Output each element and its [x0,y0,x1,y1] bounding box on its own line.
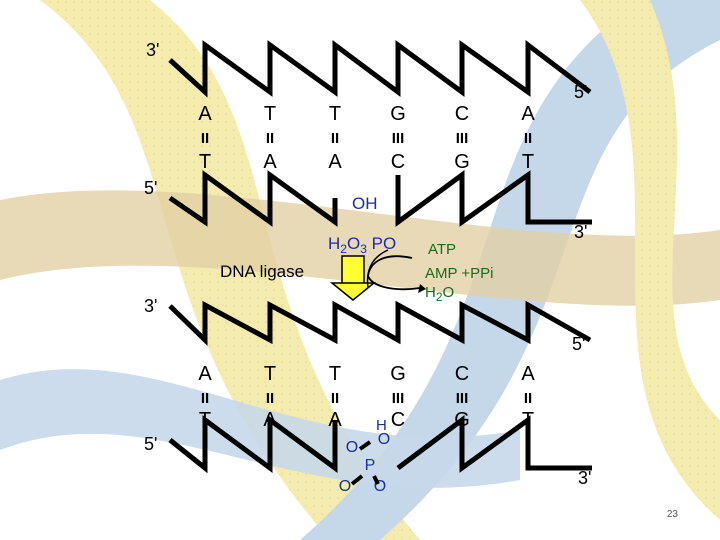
oxygen-label: O [339,478,351,495]
bottom-lower-left-end: 5' [144,434,157,454]
base-label: T [199,409,211,431]
bottom-upper-left-end: 3' [144,296,157,316]
helix-ribbon-tan [0,190,720,306]
oxygen-label: O [346,439,358,456]
top-bond-marks: II II II III III II [201,130,532,147]
top-lower-bases: T A A C G T [199,151,534,173]
base-label: T [522,151,534,173]
phosphorus-label: P [365,457,376,474]
hydrogen-bond-mark: II [331,390,339,407]
base-label: G [390,363,406,385]
top-lower-right-end: 3' [574,222,587,242]
base-label: T [264,103,276,125]
ligase-arrow [329,255,377,301]
base-label: C [455,103,469,125]
base-label: A [198,103,212,125]
enzyme-label: DNA ligase [220,262,304,281]
hydrogen-bond-mark: II [524,130,532,147]
top-upper-left-end: 3' [146,40,159,60]
helix-ribbon-blue-2 [0,369,520,488]
base-label: A [328,409,342,431]
top-upper-bases: A T T G C A [198,103,535,125]
bottom-lower-right-end: 3' [578,468,591,488]
phosphate-label: H2O3 PO [328,234,396,256]
bottom-upper-backbone [168,300,592,346]
base-label: T [522,409,534,431]
base-label: T [264,363,276,385]
energy-arrow-curve [366,249,389,289]
base-label: A [521,363,535,385]
hydrogen-bond-mark: III [392,390,405,407]
base-label: G [390,103,406,125]
bottom-bond-marks: II II II III III II [201,390,532,407]
hydrogen-bond-mark: II [201,390,209,407]
energy-arrow-tip [418,284,426,293]
top-upper-right-end: 5' [574,82,587,102]
base-label: T [199,151,211,173]
hydrogen-bond-mark: II [201,130,209,147]
arrow-shaft [341,255,365,285]
hydrogen-bond-mark: II [524,390,532,407]
base-label: A [263,151,277,173]
base-label: G [454,409,470,431]
bottom-lower-backbone [168,415,592,474]
hydrogen-bond-mark: II [331,130,339,147]
arrow-head [329,282,377,301]
amp-ppi-label: AMP +PPi [425,265,494,282]
hydroxyl-label: OH [352,194,378,213]
top-lower-left-end: 5' [144,178,157,198]
top-lower-backbone [168,170,592,227]
oxygen-label: O [378,431,390,448]
hydrogen-label: H [376,417,387,434]
base-label: A [263,409,277,431]
atp-label: ATP [428,241,456,258]
bottom-lower-bases: T A A C G T [199,409,534,431]
hydrogen-bond-mark: III [392,130,405,147]
hydrogen-bond-mark: III [456,130,469,147]
phosphate-bonds [350,440,380,486]
helix-ribbon-yellow-2 [580,0,720,520]
bottom-upper-right-end: 5' [572,334,585,354]
base-label: T [329,363,341,385]
hydrogen-bond-mark: II [266,130,274,147]
base-label: G [454,151,470,173]
base-label: A [198,363,212,385]
base-label: A [521,103,535,125]
hydrogen-bond-mark: II [266,390,274,407]
bottom-upper-bases: A T T G C A [198,363,535,385]
slide-number: 23 [666,509,678,520]
base-label: C [391,409,405,431]
base-label: T [329,103,341,125]
hydrogen-bond-mark: III [456,390,469,407]
base-label: A [328,151,342,173]
top-upper-backbone [168,39,592,98]
helix-ribbon-yellow [40,0,420,540]
base-label: C [455,363,469,385]
base-label: C [391,151,405,173]
water-label: H2O [425,284,454,304]
